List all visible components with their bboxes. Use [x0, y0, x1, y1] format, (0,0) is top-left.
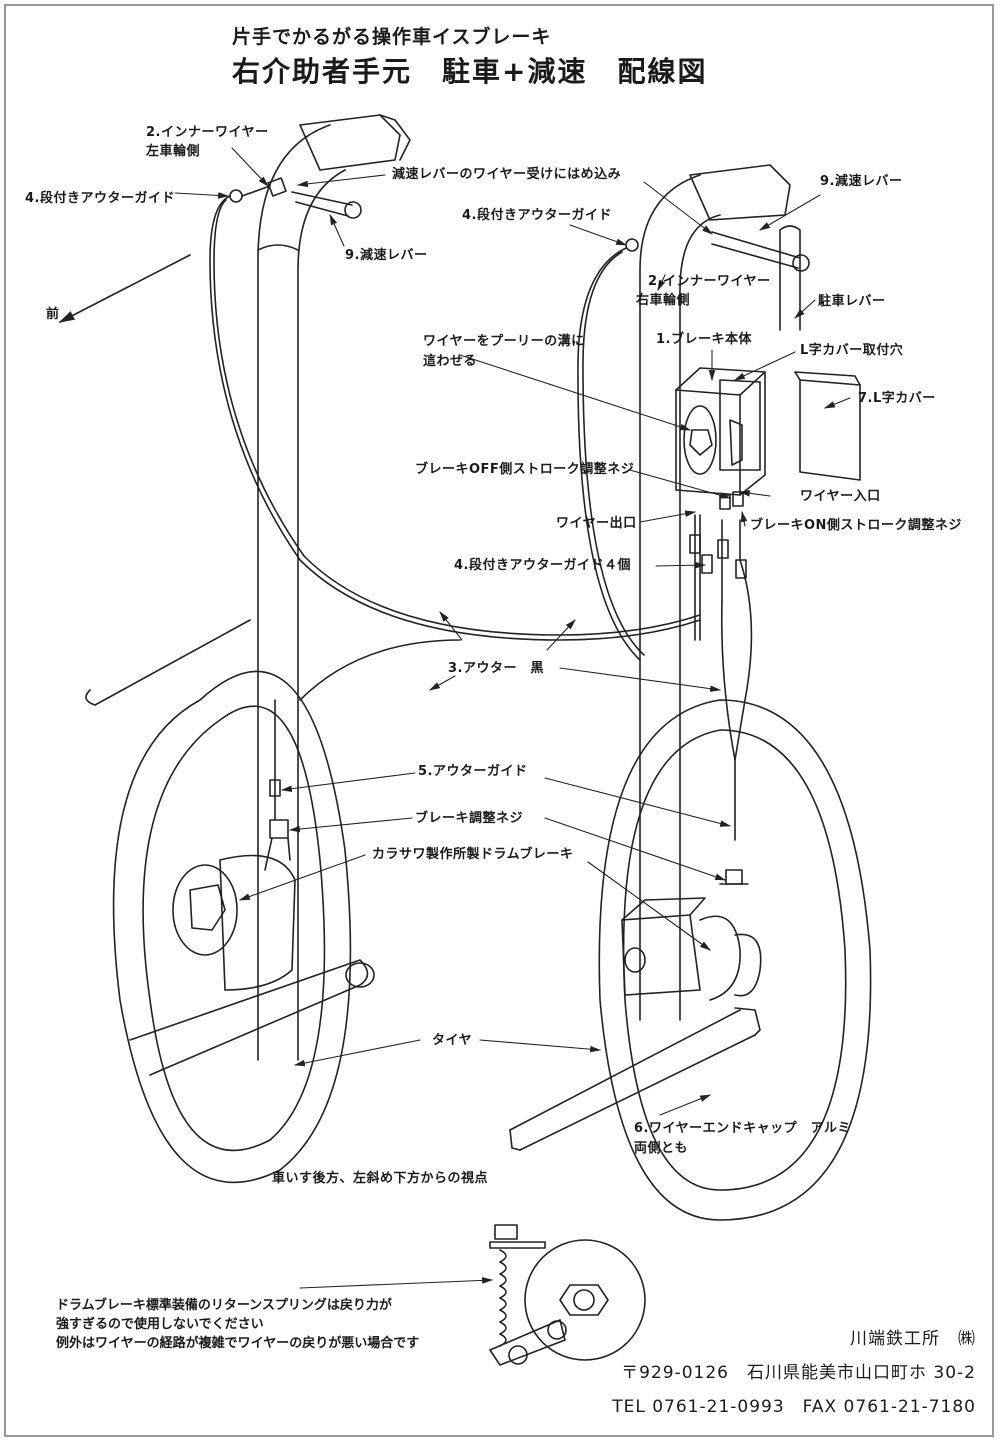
- right-drum-brake: [621, 869, 762, 1001]
- label-stepped-guide-4: 4.段付きアウターガイド４個: [454, 558, 631, 573]
- left-decel-lever: [267, 177, 362, 219]
- return-spring-note: ドラムブレーキ標準装備のリターンスプリングは戻り力が 強すぎるので使用しないでく…: [56, 1296, 419, 1353]
- right-decel-lever: [711, 225, 810, 331]
- label-outer-guide: 5.アウターガイド: [418, 764, 528, 779]
- label-brake-adjust: ブレーキ調整ネジ: [415, 811, 524, 826]
- label-stepped-guide-right: 4.段付きアウターガイド: [462, 208, 612, 223]
- brake-wires: [269, 514, 753, 841]
- label-pulley-line-2: 這わせる: [423, 354, 478, 369]
- label-off-stroke: ブレーキOFF側ストローク調整ネジ: [415, 462, 635, 477]
- left-wheel: [112, 670, 352, 1184]
- front-arrow: [58, 254, 191, 323]
- label-front: 前: [46, 307, 60, 322]
- label-l-cover-hole: L字カバー取付穴: [800, 343, 904, 358]
- lower-frame-bar-left: [85, 619, 375, 1076]
- label-tire: タイヤ: [432, 1033, 473, 1048]
- note-line-3: 例外はワイヤーの経路が複雑でワイヤーの戻りが悪い場合です: [56, 1336, 420, 1351]
- note-line-1: ドラムブレーキ標準装備のリターンスプリングは戻り力が: [56, 1298, 392, 1313]
- left-handle-post: [257, 114, 411, 1061]
- company-address: 〒929-0126 石川県能美市山口町ホ 30-2: [621, 1363, 976, 1383]
- lower-frame-bar-right: [509, 1007, 761, 1151]
- label-inner-wire-left-sub: 左車輪側: [146, 144, 201, 159]
- l-cover: [794, 371, 861, 481]
- label-l-cover: 7.L字カバー: [858, 391, 936, 406]
- label-wire-outlet: ワイヤー出口: [556, 516, 637, 531]
- right-outer-wire: [577, 238, 645, 661]
- company-name: 川端鉄工所 ㈱: [850, 1329, 976, 1349]
- label-on-stroke: ブレーキON側ストローク調整ネジ: [750, 518, 962, 533]
- note-line-2: 強すぎるので使用しないでください: [56, 1317, 264, 1332]
- company-phone: TEL 0761-21-0993 FAX 0761-21-7180: [612, 1397, 976, 1417]
- left-outer-wire: [209, 185, 701, 641]
- label-viewpoint: 車いす後方、左斜め下方からの視点: [272, 1171, 489, 1186]
- label-end-cap-line-2: 両側とも: [634, 1141, 689, 1156]
- label-outer-black: 3.アウター 黒: [448, 661, 544, 676]
- right-wheel: [598, 699, 872, 1221]
- label-wire-inlet: ワイヤー入口: [800, 489, 881, 504]
- page-border: [4, 4, 994, 1437]
- label-end-cap-line-1: 6.ワイヤーエンドキャップ アルミ: [634, 1121, 851, 1136]
- label-inner-wire-right: 2.インナーワイヤー: [648, 274, 771, 289]
- label-inner-wire-right-sub: 右車輪側: [636, 293, 691, 308]
- label-decel-lever-right: 9.減速レバー: [820, 174, 903, 189]
- title-line-2: 右介助者手元 駐車+減速 配線図: [232, 55, 708, 88]
- label-drum-brake: カラサワ製作所製ドラムブレーキ: [372, 847, 574, 862]
- label-pulley-line-1: ワイヤーをプーリーの溝に: [423, 334, 585, 349]
- left-drum-brake: [172, 819, 296, 991]
- drum-brake-detail: [489, 1224, 646, 1366]
- label-brake-body: 1.ブレーキ本体: [656, 332, 752, 347]
- label-stepped-guide-left: 4.段付きアウターガイド: [25, 191, 175, 206]
- label-lever-insert: 減速レバーのワイヤー受けにはめ込み: [392, 167, 622, 182]
- title-line-1: 片手でかるがる操作車イスブレーキ: [232, 26, 552, 48]
- label-parking-lever: 駐車レバー: [818, 294, 886, 309]
- label-decel-lever-left: 9.減速レバー: [345, 248, 428, 263]
- leader-lines: [174, 147, 851, 1289]
- right-handle-post: [639, 164, 791, 1021]
- brake-body: [675, 367, 766, 510]
- label-inner-wire-left: 2.インナーワイヤー: [146, 125, 269, 140]
- company-info: 川端鉄工所 ㈱ 〒929-0126 石川県能美市山口町ホ 30-2 TEL 07…: [612, 1322, 976, 1424]
